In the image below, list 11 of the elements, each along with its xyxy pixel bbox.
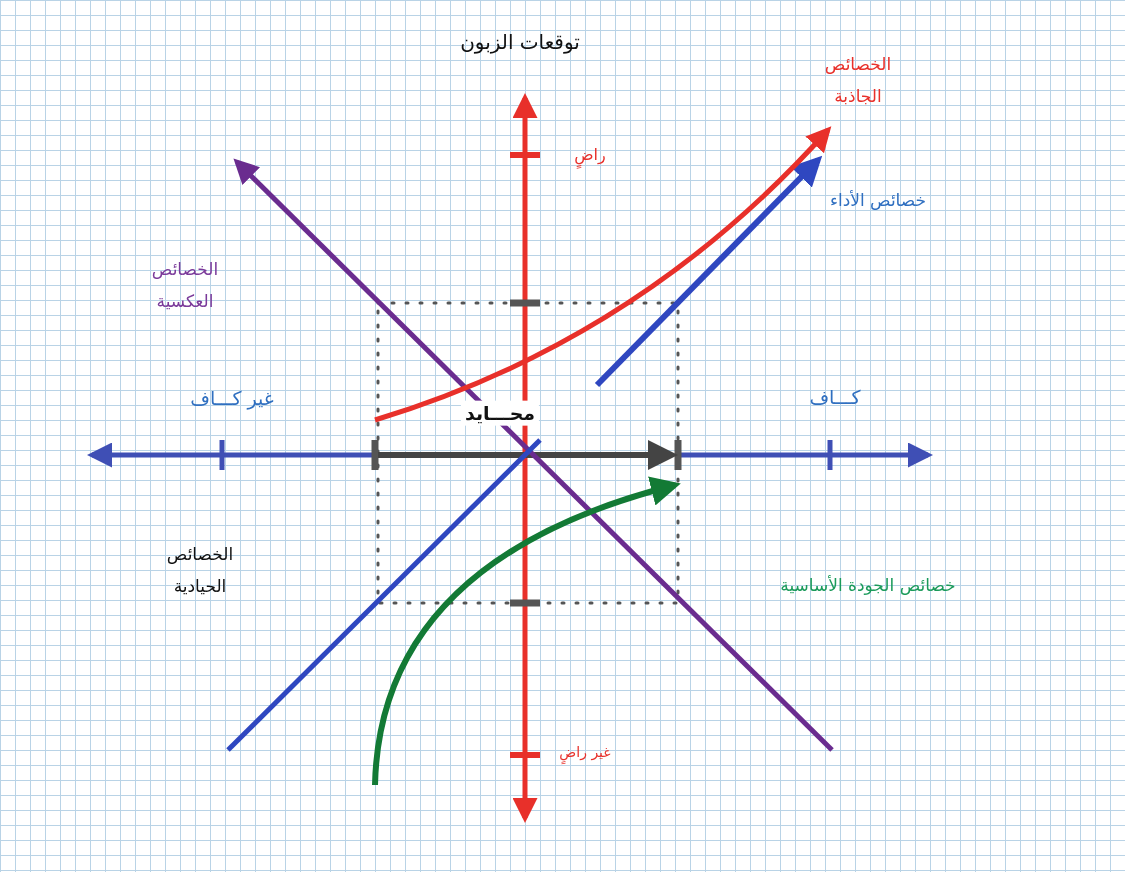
axis-label: غير راضٍ: [559, 738, 611, 766]
category-label: خصائص الجودة الأساسية: [780, 573, 956, 597]
axis-label: محـــايد: [460, 400, 540, 426]
chart-title: توقعات الزبون: [460, 29, 580, 56]
category-label: خصائص الأداء: [829, 188, 927, 212]
axis-label: كـــاف: [809, 384, 861, 410]
axis-label: غير كـــاف: [190, 385, 274, 412]
category-label: الخصائص الجاذبة: [823, 52, 893, 108]
category-label: الخصائص العكسية: [150, 257, 220, 313]
axis-label: راضٍ: [574, 139, 606, 171]
category-label: الخصائص الحيادية: [165, 542, 235, 598]
